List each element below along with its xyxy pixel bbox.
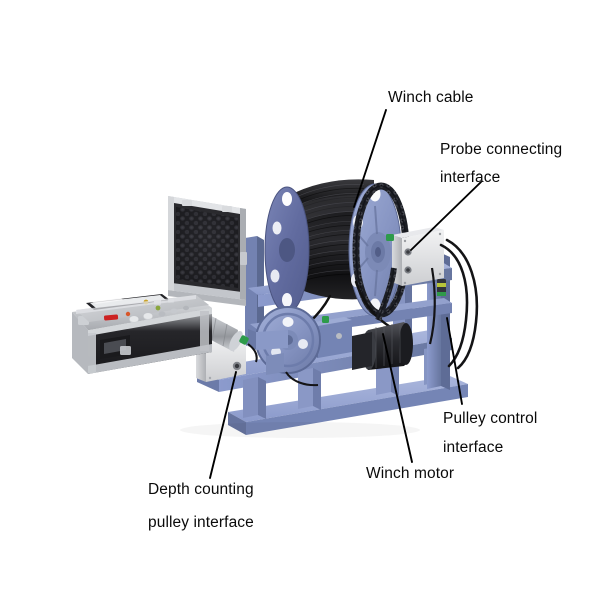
depth-counting-pulley bbox=[248, 306, 321, 387]
control-case bbox=[72, 196, 247, 374]
cable-connector bbox=[437, 279, 446, 296]
label-pulley-control-interface-line1: Pulley control bbox=[443, 410, 538, 427]
label-winch-motor: Winch motor bbox=[366, 465, 455, 482]
label-pulley-control-interface-line2: interface bbox=[443, 439, 504, 456]
label-depth-counting-pulley-interface-line2: pulley interface bbox=[148, 514, 254, 531]
winch-reel bbox=[264, 179, 410, 318]
label-probe-connecting-interface-line2: interface bbox=[440, 169, 501, 186]
label-winch-cable: Winch cable bbox=[388, 89, 474, 106]
label-probe-connecting-interface-line1: Probe connecting bbox=[440, 141, 563, 158]
label-depth-counting-pulley-interface-line1: Depth counting bbox=[148, 481, 254, 498]
